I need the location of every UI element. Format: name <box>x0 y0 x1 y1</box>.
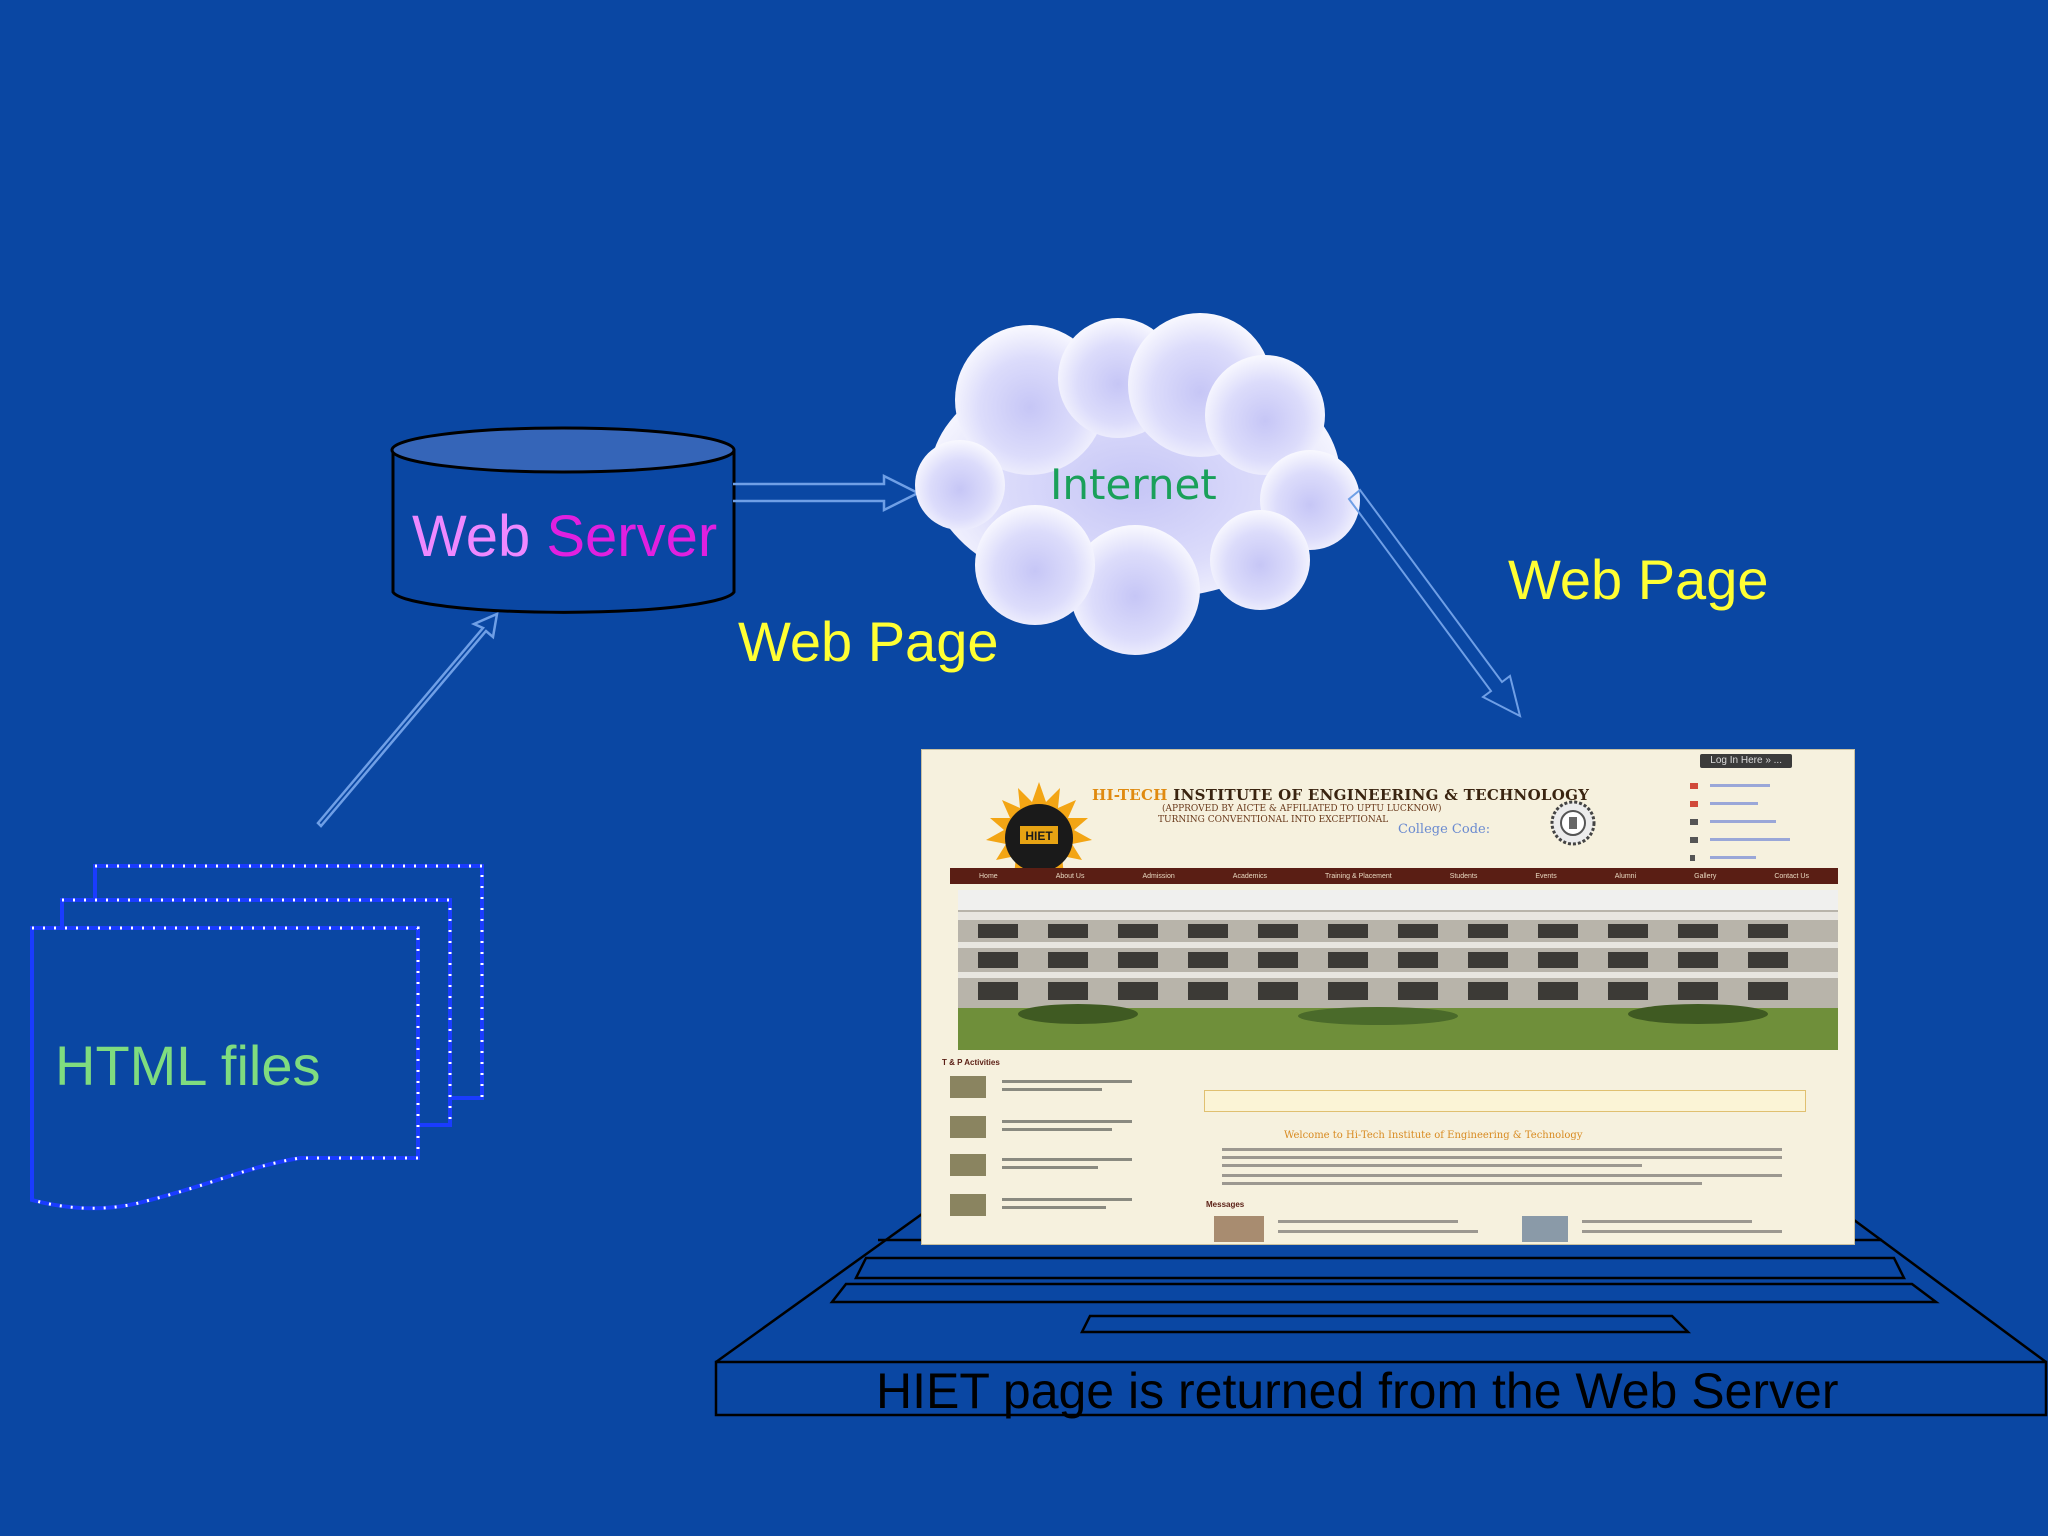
tp-thumb <box>950 1154 986 1176</box>
laptop-caption: HIET page is returned from the Web Serve… <box>876 1363 1839 1419</box>
nav-item[interactable]: Home <box>979 872 998 880</box>
hiet-logo-icon: HIET <box>986 782 1092 882</box>
quick-link[interactable] <box>1690 832 1830 850</box>
nav-item[interactable]: Admission <box>1142 872 1175 880</box>
arrow-server-to-internet <box>733 473 921 513</box>
tp-activities-heading: T & P Activities <box>942 1058 1000 1067</box>
tp-text-line <box>1002 1166 1098 1169</box>
hiet-webpage-screenshot: Log In Here » ... HIET HI-TECH INSTITUTE… <box>922 750 1854 1244</box>
tp-thumb <box>950 1076 986 1098</box>
internet-cloud <box>915 313 1360 655</box>
arrow-internet-to-client <box>1347 488 1522 718</box>
message-photo <box>1522 1216 1568 1242</box>
svg-text:HIET: HIET <box>1025 829 1053 843</box>
tp-text-line <box>1002 1088 1102 1091</box>
body-text-line <box>1582 1230 1782 1233</box>
college-code: College Code: <box>1398 822 1491 837</box>
body-text-line <box>1222 1164 1642 1167</box>
nav-item[interactable]: Alumni <box>1614 872 1637 880</box>
web-server-label: Web Server <box>412 504 718 569</box>
tp-text-line <box>1002 1198 1132 1201</box>
nav-item[interactable]: Contact Us <box>1774 872 1809 880</box>
message-photo <box>1214 1216 1264 1242</box>
nav-item[interactable]: Events <box>1535 872 1557 880</box>
nav-item[interactable]: Gallery <box>1694 872 1717 880</box>
nav-item[interactable]: Students <box>1449 872 1478 880</box>
tp-text-line <box>1002 1080 1132 1083</box>
nav-item[interactable]: About Us <box>1055 872 1085 880</box>
web-page-label-internet-to-client: Web Page <box>1508 548 1769 611</box>
messages-heading: Messages <box>1206 1200 1245 1209</box>
site-title: HI-TECH INSTITUTE OF ENGINEERING & TECHN… <box>1092 786 1590 804</box>
site-subtitle-tagline: TURNING CONVENTIONAL INTO EXCEPTIONAL <box>1158 815 1389 825</box>
body-text-line <box>1582 1220 1752 1223</box>
nav-item[interactable]: Training & Placement <box>1325 872 1392 880</box>
web-server-cylinder <box>390 426 736 614</box>
quick-link[interactable] <box>1690 814 1830 832</box>
welcome-heading: Welcome to Hi-Tech Institute of Engineer… <box>1284 1130 1583 1141</box>
internet-label: Internet <box>1050 460 1217 509</box>
tp-thumb <box>950 1116 986 1138</box>
nav-item[interactable]: Academics <box>1232 872 1268 880</box>
html-files-icon <box>30 864 484 1211</box>
tp-text-line <box>1002 1120 1132 1123</box>
quick-link[interactable] <box>1690 796 1830 814</box>
arrow-html-to-server <box>316 611 499 828</box>
campus-building-photo <box>958 890 1838 1050</box>
body-text-line <box>1222 1182 1702 1185</box>
body-text-line <box>1222 1156 1782 1159</box>
quick-link[interactable] <box>1690 778 1830 796</box>
site-nav-bar: Home About Us Admission Academics Training &… <box>950 868 1838 884</box>
body-text-line <box>1222 1174 1782 1177</box>
html-files-label: HTML files <box>55 1034 321 1097</box>
tp-text-line <box>1002 1128 1112 1131</box>
login-bar: Log In Here » ... <box>1700 754 1792 768</box>
body-text-line <box>1278 1230 1478 1233</box>
body-text-line <box>1222 1148 1782 1151</box>
university-seal-icon <box>1550 800 1596 846</box>
notice-box <box>1204 1090 1806 1112</box>
quick-links-list <box>1690 778 1830 868</box>
tp-text-line <box>1002 1158 1132 1161</box>
site-subtitle-approval: (APPROVED BY AICTE & AFFILIATED TO UPTU … <box>1162 804 1442 814</box>
body-text-line <box>1278 1220 1458 1223</box>
tp-thumb <box>950 1194 986 1216</box>
tp-text-line <box>1002 1206 1106 1209</box>
quick-link[interactable] <box>1690 850 1830 868</box>
web-page-label-server-to-internet: Web Page <box>738 610 999 673</box>
